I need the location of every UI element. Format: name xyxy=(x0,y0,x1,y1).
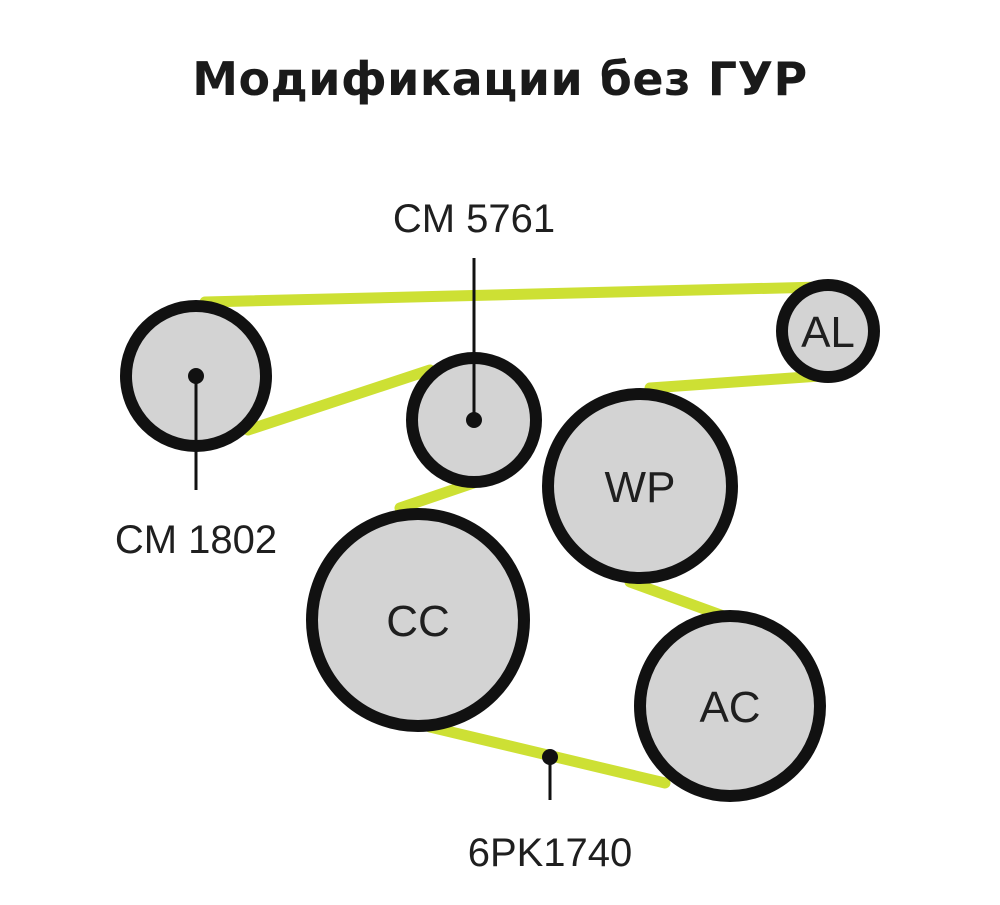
belt-segment-wp-al xyxy=(644,370,826,394)
callout-dot-cm5761 xyxy=(466,412,482,428)
page-title: Модификации без ГУР xyxy=(192,52,808,106)
callout-belt: 6PK1740 xyxy=(468,749,633,875)
pulley-label-wp: WP xyxy=(605,463,676,512)
callout-label-belt: 6PK1740 xyxy=(468,831,633,875)
callout-cm5761: CM 5761 xyxy=(393,197,555,428)
callout-label-cm5761: CM 5761 xyxy=(393,197,555,241)
callout-label-cm1802: CM 1802 xyxy=(115,518,277,562)
callout-dot-cm1802 xyxy=(188,368,204,384)
pulley-label-cc: CC xyxy=(386,597,450,646)
callout-dot-belt xyxy=(542,749,558,765)
pulley-ac-compressor xyxy=(634,610,826,802)
belt-segment-top xyxy=(199,281,828,308)
pulley-label-ac: AC xyxy=(699,683,760,732)
callout-cm1802: CM 1802 xyxy=(115,368,277,562)
pulley-water-pump xyxy=(542,388,738,584)
pulley-label-al: AL xyxy=(801,308,855,357)
pulley-crankshaft xyxy=(306,508,530,732)
belt-segment-tensioner1-tensioner2 xyxy=(242,364,436,436)
pulley-alternator xyxy=(776,279,880,383)
